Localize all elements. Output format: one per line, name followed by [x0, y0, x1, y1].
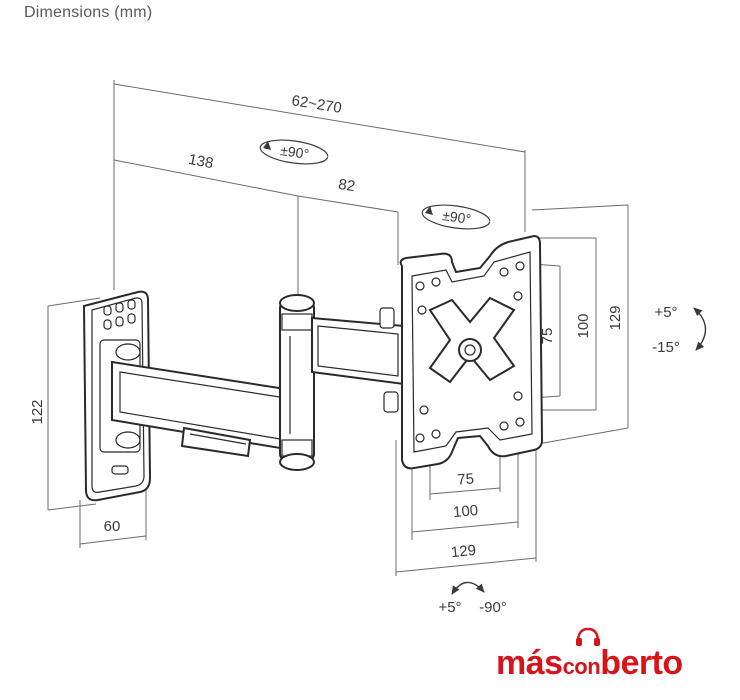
rotation-swivel-arm: ±90° [279, 142, 310, 162]
headphones-icon [576, 627, 600, 646]
rotation-tilt-down: -15° [652, 339, 680, 356]
rotation-tilt-up: +5° [654, 304, 677, 321]
lower-arm [111, 360, 293, 458]
dim-vesa-v-large: 129 [607, 305, 624, 330]
dim-arm-first: 138 [187, 151, 215, 172]
swivel-head-indicator: ±90° [421, 204, 491, 230]
brand-logo: másconberto [496, 622, 726, 686]
dim-vesa-v-mid: 100 [575, 313, 592, 338]
dimension-lines [47, 80, 629, 576]
rotate-arrow-icon [451, 581, 485, 595]
rotation-swivel-head: ±90° [441, 207, 472, 227]
dim-vesa-h-small: 75 [457, 470, 475, 488]
rotate-arrow-icon [263, 141, 271, 150]
tilt-indicator: +5° -15° [652, 304, 707, 356]
tilt-arrow-icon [693, 307, 707, 351]
swivel-arm-indicator: ±90° [259, 139, 329, 165]
dim-vesa-h-large: 129 [450, 542, 477, 562]
rotate-arrow-icon [425, 206, 433, 215]
rotate-indicator: +5° -90° [438, 581, 507, 616]
dim-arm-extension: 62~270 [290, 92, 343, 117]
dim-wall-plate-width: 60 [104, 518, 121, 535]
rotation-indicators: ±90° ±90° +5° -15° +5° -90° [259, 139, 707, 616]
page-title: Dimensions (mm) [24, 4, 153, 21]
elbow-joint [279, 294, 315, 471]
rotation-rotate-left: +5° [438, 599, 461, 616]
dim-vesa-h-mid: 100 [452, 502, 478, 521]
rotation-rotate-right: -90° [479, 599, 507, 616]
dim-vesa-v-small: 75 [539, 328, 556, 345]
brand-name: másconberto [496, 644, 683, 682]
vesa-plate [399, 234, 544, 470]
dim-wall-plate-height: 122 [29, 399, 46, 424]
dim-arm-second: 82 [337, 176, 356, 195]
upper-arm [311, 307, 405, 413]
